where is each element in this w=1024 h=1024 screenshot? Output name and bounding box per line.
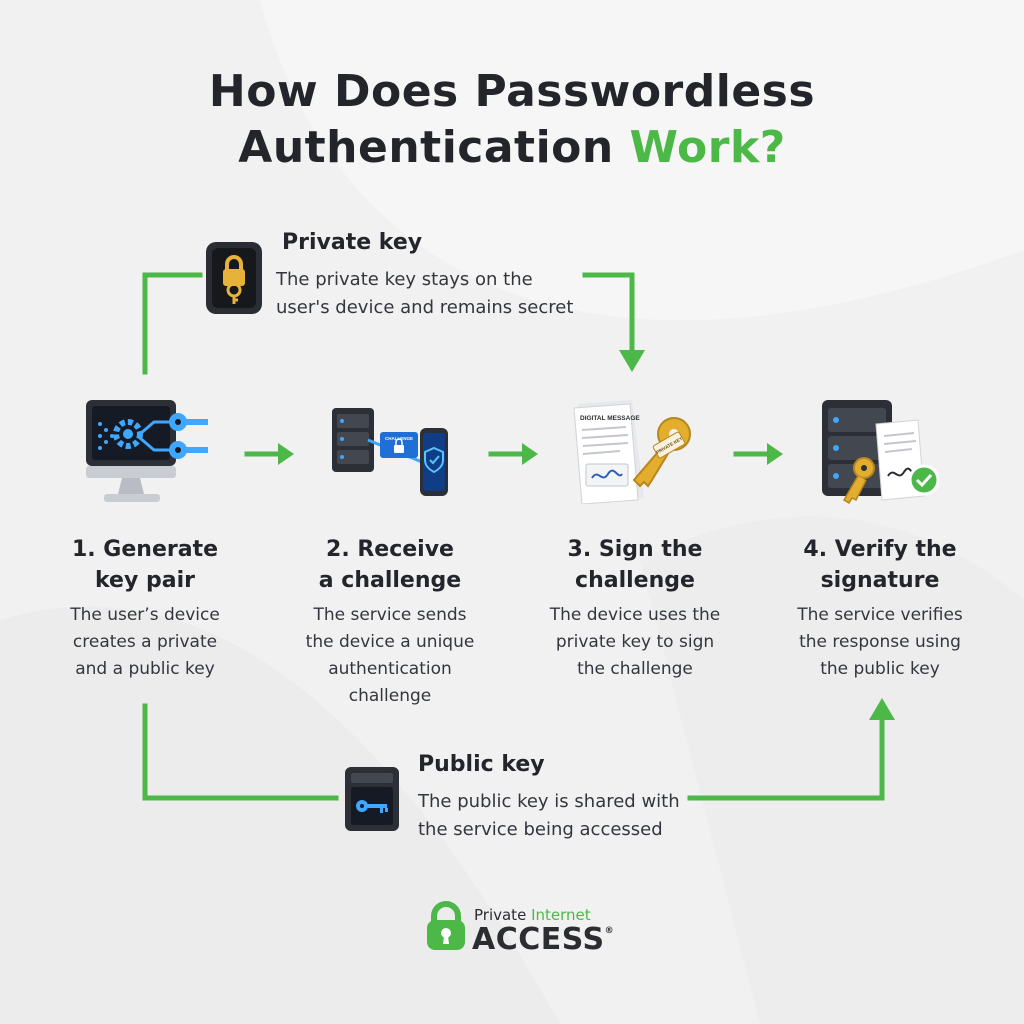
step-4-desc-line: the public key (820, 659, 940, 679)
logo-line-2: ACCESS® (472, 922, 614, 957)
step-3-title: 3. Sign the challenge (525, 534, 745, 596)
title-line-2: Authentication Work? (0, 120, 1024, 176)
step-3-description: The device uses the private key to sign … (525, 602, 745, 683)
step-1-title-line-2: key pair (95, 568, 195, 593)
step-1-description: The user’s device creates a private and … (35, 602, 255, 683)
step-2-desc-line: authentication (328, 659, 452, 679)
step-4-title-line-1: 4. Verify the (803, 537, 957, 562)
public-key-line-left (142, 703, 339, 801)
server-key-icon (345, 767, 399, 831)
logo-line-1-main: Private (474, 906, 532, 924)
step-1-desc-line: creates a private (72, 632, 218, 652)
registered-mark: ® (604, 926, 615, 936)
title-line-1: How Does Passwordless (208, 66, 816, 117)
arrow-1-2-head (278, 443, 294, 465)
public-key-line-2: the service being accessed (418, 819, 663, 840)
public-key-line-1: The public key is shared with (418, 791, 680, 812)
pia-lock-logo-icon (427, 901, 465, 950)
private-key-line-2: user's device and remains secret (276, 297, 574, 318)
step-3-title-line-2: challenge (575, 568, 695, 593)
step-1-title-line-1: 1. Generate (71, 537, 219, 562)
step-2-desc-line: the device a unique (305, 632, 475, 652)
step-3-desc-line: private key to sign (555, 632, 715, 652)
public-key-description: The public key is shared with the servic… (418, 788, 680, 844)
step-2-title: 2. Receive a challenge (280, 534, 500, 596)
monitor-keys-icon (86, 400, 208, 502)
step-2-title-line-1: 2. Receive (326, 537, 454, 562)
arrow-3-4-head (767, 443, 783, 465)
server-verified-icon (822, 400, 940, 505)
private-key-description: The private key stays on the user's devi… (276, 266, 573, 322)
step-2-desc-line: challenge (348, 686, 432, 706)
signed-document-key-icon: DIGITAL MESSAGE PRIVATE KEY (573, 400, 691, 504)
logo-line-1-accent: Internet (531, 906, 591, 924)
step-4-desc-line: The service verifies (797, 605, 963, 625)
private-key-line-left (142, 272, 203, 375)
title-line-2-main: Authentication (238, 122, 630, 173)
step-1-desc-line: The user’s device (70, 605, 220, 625)
logo-wordmark: ACCESS (472, 922, 605, 957)
server-challenge-phone-icon: CHALLENGE (332, 408, 448, 496)
step-1-title: 1. Generate key pair (35, 534, 255, 596)
private-key-title: Private key (282, 230, 423, 255)
phone-lock-icon (206, 242, 262, 314)
step-4-title: 4. Verify the signature (770, 534, 990, 596)
title-accent: Work? (629, 122, 786, 173)
public-key-arrowhead (869, 698, 895, 720)
public-key-line-right (687, 715, 885, 801)
private-key-arrowhead (619, 350, 645, 372)
step-1-desc-line: and a public key (75, 659, 215, 679)
step-4-description: The service verifies the response using … (770, 602, 990, 683)
arrow-2-3-head (522, 443, 538, 465)
step-3-desc-line: The device uses the (549, 605, 721, 625)
private-key-line-right (582, 272, 635, 355)
public-key-title: Public key (418, 752, 545, 777)
step-4-title-line-2: signature (820, 568, 940, 593)
step-2-description: The service sends the device a unique au… (280, 602, 500, 710)
step-3-desc-line: the challenge (577, 659, 693, 679)
logo-line-1: Private Internet (474, 906, 591, 924)
step-3-title-line-1: 3. Sign the (567, 537, 703, 562)
document-label: DIGITAL MESSAGE (580, 415, 640, 422)
step-4-desc-line: the response using (799, 632, 961, 652)
private-key-line-1: The private key stays on the (276, 269, 533, 290)
page-title: How Does Passwordless Authentication Wor… (0, 64, 1024, 176)
step-2-title-line-2: a challenge (318, 568, 462, 593)
step-2-desc-line: The service sends (313, 605, 467, 625)
